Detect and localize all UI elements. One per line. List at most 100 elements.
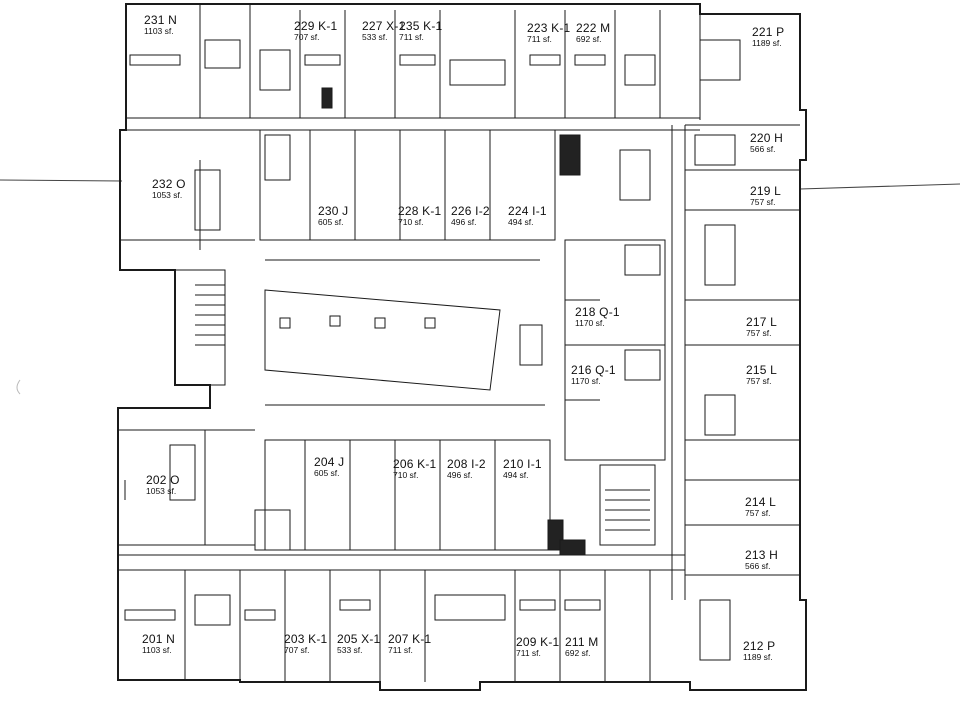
- unit-area: 1170 sf.: [575, 318, 605, 328]
- unit-number: 228 K-1: [398, 204, 442, 218]
- unit-number: 220 H: [750, 131, 784, 145]
- unit-number: 208 I-2: [447, 457, 486, 471]
- unit-number: 235 K-1: [399, 19, 443, 33]
- unit-206: 206 K-1 710 sf.: [393, 458, 436, 480]
- unit-area: 710 sf.: [398, 217, 424, 227]
- unit-number: 214 L: [745, 495, 777, 509]
- unit-number: 230 J: [318, 204, 349, 218]
- unit-area: 757 sf.: [750, 197, 776, 207]
- northeast-wing: [671, 14, 800, 600]
- unit-area: 711 sf.: [516, 648, 541, 658]
- unit-number: 229 K-1: [294, 19, 338, 33]
- courtyard: [264, 259, 545, 406]
- unit-235: 235 K-1 711 sf.: [399, 20, 442, 42]
- unit-218: 218 Q-1 1170 sf.: [575, 306, 620, 328]
- unit-area: 1103 sf.: [144, 26, 174, 36]
- unit-number: 215 L: [746, 363, 778, 377]
- unit-211: 211 M 692 sf.: [565, 636, 598, 658]
- unit-214: 214 L 757 sf.: [745, 496, 776, 518]
- unit-area: 494 sf.: [508, 217, 534, 227]
- unit-215: 215 L 757 sf.: [746, 364, 777, 386]
- unit-212: 212 P 1189 sf.: [743, 640, 775, 662]
- unit-area: 711 sf.: [388, 645, 413, 655]
- unit-number: 222 M: [576, 21, 611, 35]
- unit-area: 710 sf.: [393, 470, 419, 480]
- unit-217: 217 L 757 sf.: [746, 316, 777, 338]
- unit-201: 201 N 1103 sf.: [142, 633, 175, 655]
- unit-209: 209 K-1 711 sf.: [516, 636, 559, 658]
- unit-number: 207 K-1: [388, 632, 432, 646]
- unit-number: 232 O: [152, 177, 186, 191]
- unit-213: 213 H 566 sf.: [745, 549, 778, 571]
- unit-number: 221 P: [752, 25, 785, 39]
- unit-number: 216 Q-1: [571, 363, 616, 377]
- unit-area: 757 sf.: [746, 328, 772, 338]
- unit-area: 566 sf.: [750, 144, 776, 154]
- unit-number: 204 J: [314, 455, 345, 469]
- unit-area: 605 sf.: [318, 217, 344, 227]
- unit-area: 494 sf.: [503, 470, 529, 480]
- unit-area: 1103 sf.: [142, 645, 172, 655]
- unit-area: 692 sf.: [565, 648, 591, 658]
- unit-number: 219 L: [750, 184, 782, 198]
- building-outline: [117, 3, 807, 691]
- unit-number: 227 X-1: [362, 19, 406, 33]
- unit-227: 227 X-1 533 sf.: [362, 20, 405, 42]
- unit-232: 232 O 1053 sf.: [152, 178, 186, 200]
- unit-204: 204 J 605 sf.: [314, 456, 344, 478]
- unit-219: 219 L 757 sf.: [750, 185, 781, 207]
- unit-area: 533 sf.: [337, 645, 363, 655]
- unit-231: 231 N 1103 sf.: [144, 14, 177, 36]
- unit-area: 496 sf.: [451, 217, 477, 227]
- unit-number: 213 H: [745, 548, 779, 562]
- unit-area: 605 sf.: [314, 468, 340, 478]
- unit-area: 1053 sf.: [152, 190, 183, 200]
- unit-number: 223 K-1: [527, 21, 571, 35]
- unit-area: 757 sf.: [745, 508, 771, 518]
- unit-area: 496 sf.: [447, 470, 473, 480]
- unit-number: 224 I-1: [508, 204, 547, 218]
- unit-number: 202 O: [146, 473, 180, 487]
- unit-224: 224 I-1 494 sf.: [508, 205, 547, 227]
- unit-207: 207 K-1 711 sf.: [388, 633, 431, 655]
- unit-number: 218 Q-1: [575, 305, 620, 319]
- inner-north-row: [259, 129, 651, 241]
- unit-area: 1170 sf.: [571, 376, 601, 386]
- scan-line-left: [0, 179, 123, 182]
- unit-number: 206 K-1: [393, 457, 437, 471]
- inner-south-row: [254, 439, 586, 556]
- unit-area: 566 sf.: [745, 561, 771, 571]
- unit-226: 226 I-2 496 sf.: [451, 205, 490, 227]
- unit-area: 757 sf.: [746, 376, 772, 386]
- unit-216: 216 Q-1 1170 sf.: [571, 364, 616, 386]
- unit-number: 226 I-2: [451, 204, 490, 218]
- center-east-wing: [564, 239, 666, 546]
- unit-area: 707 sf.: [284, 645, 310, 655]
- unit-area: 533 sf.: [362, 32, 388, 42]
- south-wing: [118, 554, 731, 682]
- unit-203: 203 K-1 707 sf.: [284, 633, 327, 655]
- unit-number: 209 K-1: [516, 635, 560, 649]
- unit-number: 203 K-1: [284, 632, 328, 646]
- unit-number: 217 L: [746, 315, 778, 329]
- unit-210: 210 I-1 494 sf.: [503, 458, 542, 480]
- unit-229: 229 K-1 707 sf.: [294, 20, 337, 42]
- unit-230: 230 J 605 sf.: [318, 205, 348, 227]
- unit-area: 1189 sf.: [752, 38, 782, 48]
- unit-202: 202 O 1053 sf.: [146, 474, 180, 496]
- west-upper-wing: [120, 129, 255, 386]
- unit-222: 222 M 692 sf.: [576, 22, 610, 44]
- unit-number: 211 M: [565, 635, 599, 649]
- unit-area: 711 sf.: [399, 32, 424, 42]
- unit-number: 231 N: [144, 13, 178, 27]
- unit-221: 221 P 1189 sf.: [752, 26, 784, 48]
- unit-area: 692 sf.: [576, 34, 602, 44]
- unit-228: 228 K-1 710 sf.: [398, 205, 441, 227]
- unit-area: 1189 sf.: [743, 652, 773, 662]
- unit-area: 711 sf.: [527, 34, 552, 44]
- unit-number: 212 P: [743, 639, 776, 653]
- unit-205: 205 X-1 533 sf.: [337, 633, 380, 655]
- unit-208: 208 I-2 496 sf.: [447, 458, 486, 480]
- unit-number: 205 X-1: [337, 632, 381, 646]
- west-lower-wing: [118, 429, 255, 546]
